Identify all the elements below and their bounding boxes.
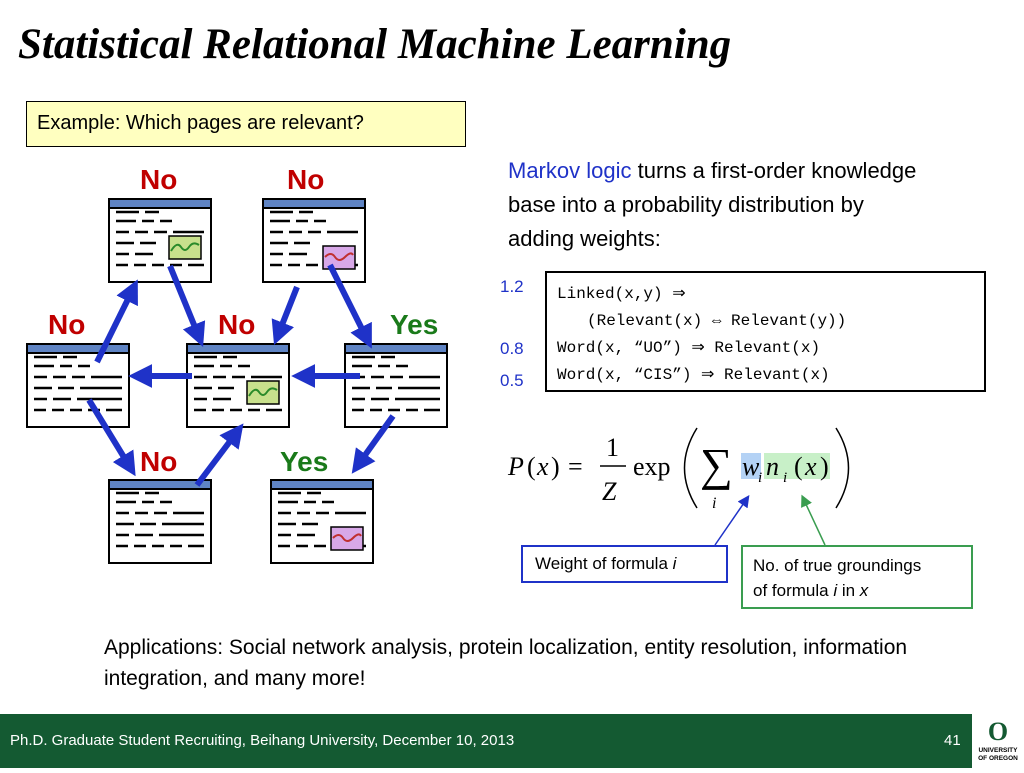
label-mid-center: No bbox=[218, 309, 256, 340]
page-number: 41 bbox=[944, 732, 961, 749]
university-logo: O UNIVERSITY OF OREGON bbox=[972, 714, 1024, 768]
groundings-line-2: of formula i in x bbox=[753, 581, 869, 600]
eq-x: x bbox=[536, 452, 549, 481]
link-arrows bbox=[86, 263, 396, 487]
weight-2: 0.8 bbox=[500, 339, 524, 358]
logo-line-1: UNIVERSITY bbox=[978, 747, 1018, 754]
example-box: Example: Which pages are relevant? bbox=[26, 101, 466, 147]
groundings-highlight bbox=[764, 453, 830, 479]
eq-n: n bbox=[766, 452, 779, 481]
label-bottom-left: No bbox=[140, 446, 178, 477]
eq-n-index: i bbox=[783, 470, 787, 486]
eq-P: P bbox=[507, 452, 524, 481]
label-mid-right: Yes bbox=[390, 309, 439, 340]
eq-w-index: i bbox=[758, 470, 762, 486]
slide-title: Statistical Relational Machine Learning bbox=[18, 21, 732, 68]
markov-logic-term: Markov logic bbox=[508, 158, 632, 183]
label-top-right: No bbox=[287, 164, 325, 195]
page-mid-right bbox=[345, 344, 447, 427]
markov-description: Markov logic turns a first-order knowled… bbox=[508, 154, 928, 256]
eq-x2: x bbox=[804, 452, 817, 481]
label-top-left: No bbox=[140, 164, 178, 195]
probability-equation: P ( x ) = 1 Z exp ∑ i w i n i ( x ) bbox=[507, 427, 850, 512]
page-mid-center bbox=[187, 344, 289, 427]
eq-lpar2: ( bbox=[794, 452, 803, 481]
formula-1b: (Relevant(x) ⇔ Relevant(y)) bbox=[587, 312, 847, 330]
eq-rpar2: ) bbox=[820, 452, 829, 481]
label-bottom-right: Yes bbox=[280, 446, 329, 477]
eq-sum: ∑ bbox=[700, 439, 733, 490]
eq-lpar: ( bbox=[527, 452, 536, 481]
weight-highlight bbox=[741, 453, 761, 479]
weight-annotation: Weight of formula i bbox=[521, 545, 728, 583]
label-mid-left: No bbox=[48, 309, 86, 340]
logo-line-2: OF OREGON bbox=[978, 755, 1018, 762]
eq-Z: Z bbox=[602, 477, 617, 506]
page-mid-left bbox=[27, 344, 129, 427]
formula-1a: Linked(x,y) ⇒ bbox=[557, 285, 686, 303]
markov-description-text: turns a first-order knowledge base into … bbox=[508, 158, 917, 251]
weight-annotation-text: Weight of formula bbox=[535, 554, 673, 573]
applications-text: Applications: Social network analysis, p… bbox=[104, 636, 908, 690]
page-top-right bbox=[263, 199, 365, 282]
annotation-arrows bbox=[714, 494, 826, 546]
weight-annotation-var: i bbox=[672, 554, 677, 573]
footer-bar: Ph.D. Graduate Student Recruiting, Beiha… bbox=[0, 714, 1024, 768]
groundings-line-1: No. of true groundings bbox=[753, 556, 922, 575]
formula-box: Linked(x,y) ⇒ (Relevant(x) ⇔ Relevant(y)… bbox=[545, 271, 986, 392]
formula-3: Word(x, “CIS”) ⇒ Relevant(x) bbox=[557, 366, 830, 384]
weight-3: 0.5 bbox=[500, 371, 524, 390]
page-graph bbox=[0, 0, 480, 600]
page-bottom-left bbox=[109, 480, 211, 563]
page-top-left bbox=[109, 199, 211, 282]
page-bottom-right bbox=[271, 480, 373, 563]
eq-one: 1 bbox=[606, 433, 619, 462]
eq-w: w bbox=[742, 452, 760, 481]
eq-exp: exp bbox=[633, 452, 671, 481]
groundings-annotation: No. of true groundings of formula i in x bbox=[741, 545, 973, 609]
footer-text: Ph.D. Graduate Student Recruiting, Beiha… bbox=[10, 732, 515, 749]
logo-letter: O bbox=[988, 717, 1008, 746]
formula-2: Word(x, “UO”) ⇒ Relevant(x) bbox=[557, 339, 821, 357]
eq-equals: = bbox=[568, 452, 583, 481]
eq-sum-index: i bbox=[712, 495, 716, 512]
eq-rpar: ) bbox=[551, 452, 560, 481]
weight-1: 1.2 bbox=[500, 277, 524, 296]
